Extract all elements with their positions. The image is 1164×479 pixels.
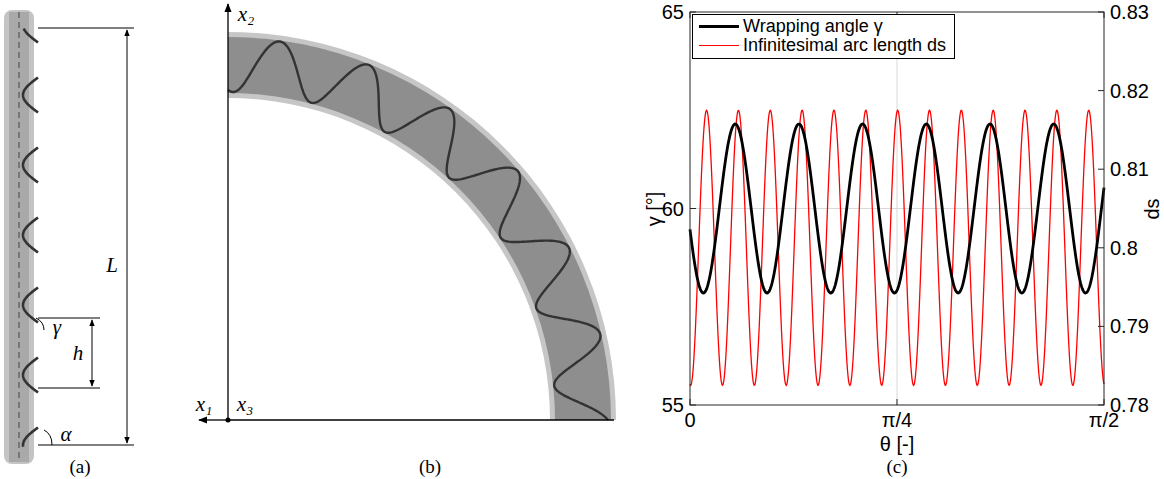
tick-mark — [690, 208, 696, 209]
dimension-extension — [38, 388, 100, 389]
tick-mark — [1098, 90, 1104, 91]
helix-wire — [228, 41, 608, 420]
cylinder-shade — [9, 12, 29, 462]
tick-mark — [1098, 326, 1104, 327]
tick-mark — [690, 12, 691, 18]
dimension-arrow — [127, 30, 128, 443]
center-line — [19, 12, 20, 462]
ds-curve — [690, 110, 1104, 385]
tick-mark — [1098, 247, 1104, 248]
tick-label: 0.79 — [1110, 316, 1149, 336]
axis-title: θ [-] — [880, 434, 914, 454]
tick-label: 0.81 — [1110, 159, 1149, 179]
angle-arc — [44, 430, 52, 445]
line-plot — [690, 12, 1104, 405]
angle-arc — [36, 318, 44, 330]
straight-cylinder — [4, 10, 134, 464]
dimension-extension — [38, 28, 134, 29]
tick-mark — [1098, 169, 1104, 170]
tick-label: 60 — [662, 199, 684, 219]
helix-wire — [23, 428, 38, 447]
dimension-label: L — [106, 255, 118, 276]
axis-label: x₁ — [196, 394, 213, 415]
plot-legend: Wrapping angle γInfinitesimal arc length… — [692, 14, 955, 59]
helix-wire — [24, 29, 38, 43]
tick-label: 0.82 — [1110, 81, 1149, 101]
panel-label: (c) — [886, 457, 907, 476]
tick-mark — [690, 12, 696, 13]
plot-box — [690, 12, 1104, 405]
tick-label: 65 — [662, 2, 684, 22]
tube-outer — [228, 32, 616, 420]
gamma-curve — [690, 124, 1104, 293]
tick-label: 55 — [662, 395, 684, 415]
tick-mark — [897, 399, 898, 405]
tick-label: 0.8 — [1110, 238, 1138, 258]
angle-label: γ — [53, 317, 61, 338]
axis-label: x₃ — [237, 394, 254, 415]
tube-inner — [228, 37, 611, 420]
axis-label: x₂ — [238, 4, 255, 25]
helix-wire — [23, 358, 38, 393]
axis-title: ds — [1142, 198, 1162, 219]
tick-mark — [690, 405, 696, 406]
axis-line — [228, 419, 614, 420]
origin-dot — [226, 418, 231, 423]
legend-text: Infinitesimal arc length ds — [743, 35, 946, 56]
dimension-extension — [38, 318, 100, 319]
panel-label: (b) — [419, 457, 441, 476]
axis-arrow — [227, 4, 228, 420]
cylinder-body — [4, 10, 34, 464]
curved-cylinder — [199, 4, 616, 423]
tick-mark — [1104, 399, 1105, 405]
legend-line-sample — [699, 25, 739, 28]
axis-arrow — [199, 419, 228, 420]
helix-wire — [23, 288, 38, 323]
panel-label: (a) — [69, 457, 90, 476]
tick-label: 0 — [684, 410, 695, 430]
legend-entry: Wrapping angle γ — [699, 17, 946, 36]
axis-title: γ [°] — [644, 192, 664, 227]
tick-mark — [1098, 405, 1104, 406]
angle-label: α — [60, 424, 71, 445]
dimension-arrow — [92, 320, 93, 386]
legend-entry: Infinitesimal arc length ds — [699, 36, 946, 55]
tick-mark — [1098, 12, 1104, 13]
tick-label: 0.83 — [1110, 2, 1149, 22]
helix-wire — [23, 148, 38, 183]
dimension-label: h — [73, 343, 84, 364]
legend-text: Wrapping angle γ — [743, 16, 883, 37]
helix-wire — [23, 218, 38, 253]
tick-label: π/2 — [1089, 410, 1119, 430]
legend-line-sample — [699, 45, 739, 46]
tick-mark — [1104, 12, 1105, 18]
helix-wire — [23, 78, 38, 113]
tick-mark — [690, 399, 691, 405]
tick-label: π/4 — [882, 410, 912, 430]
